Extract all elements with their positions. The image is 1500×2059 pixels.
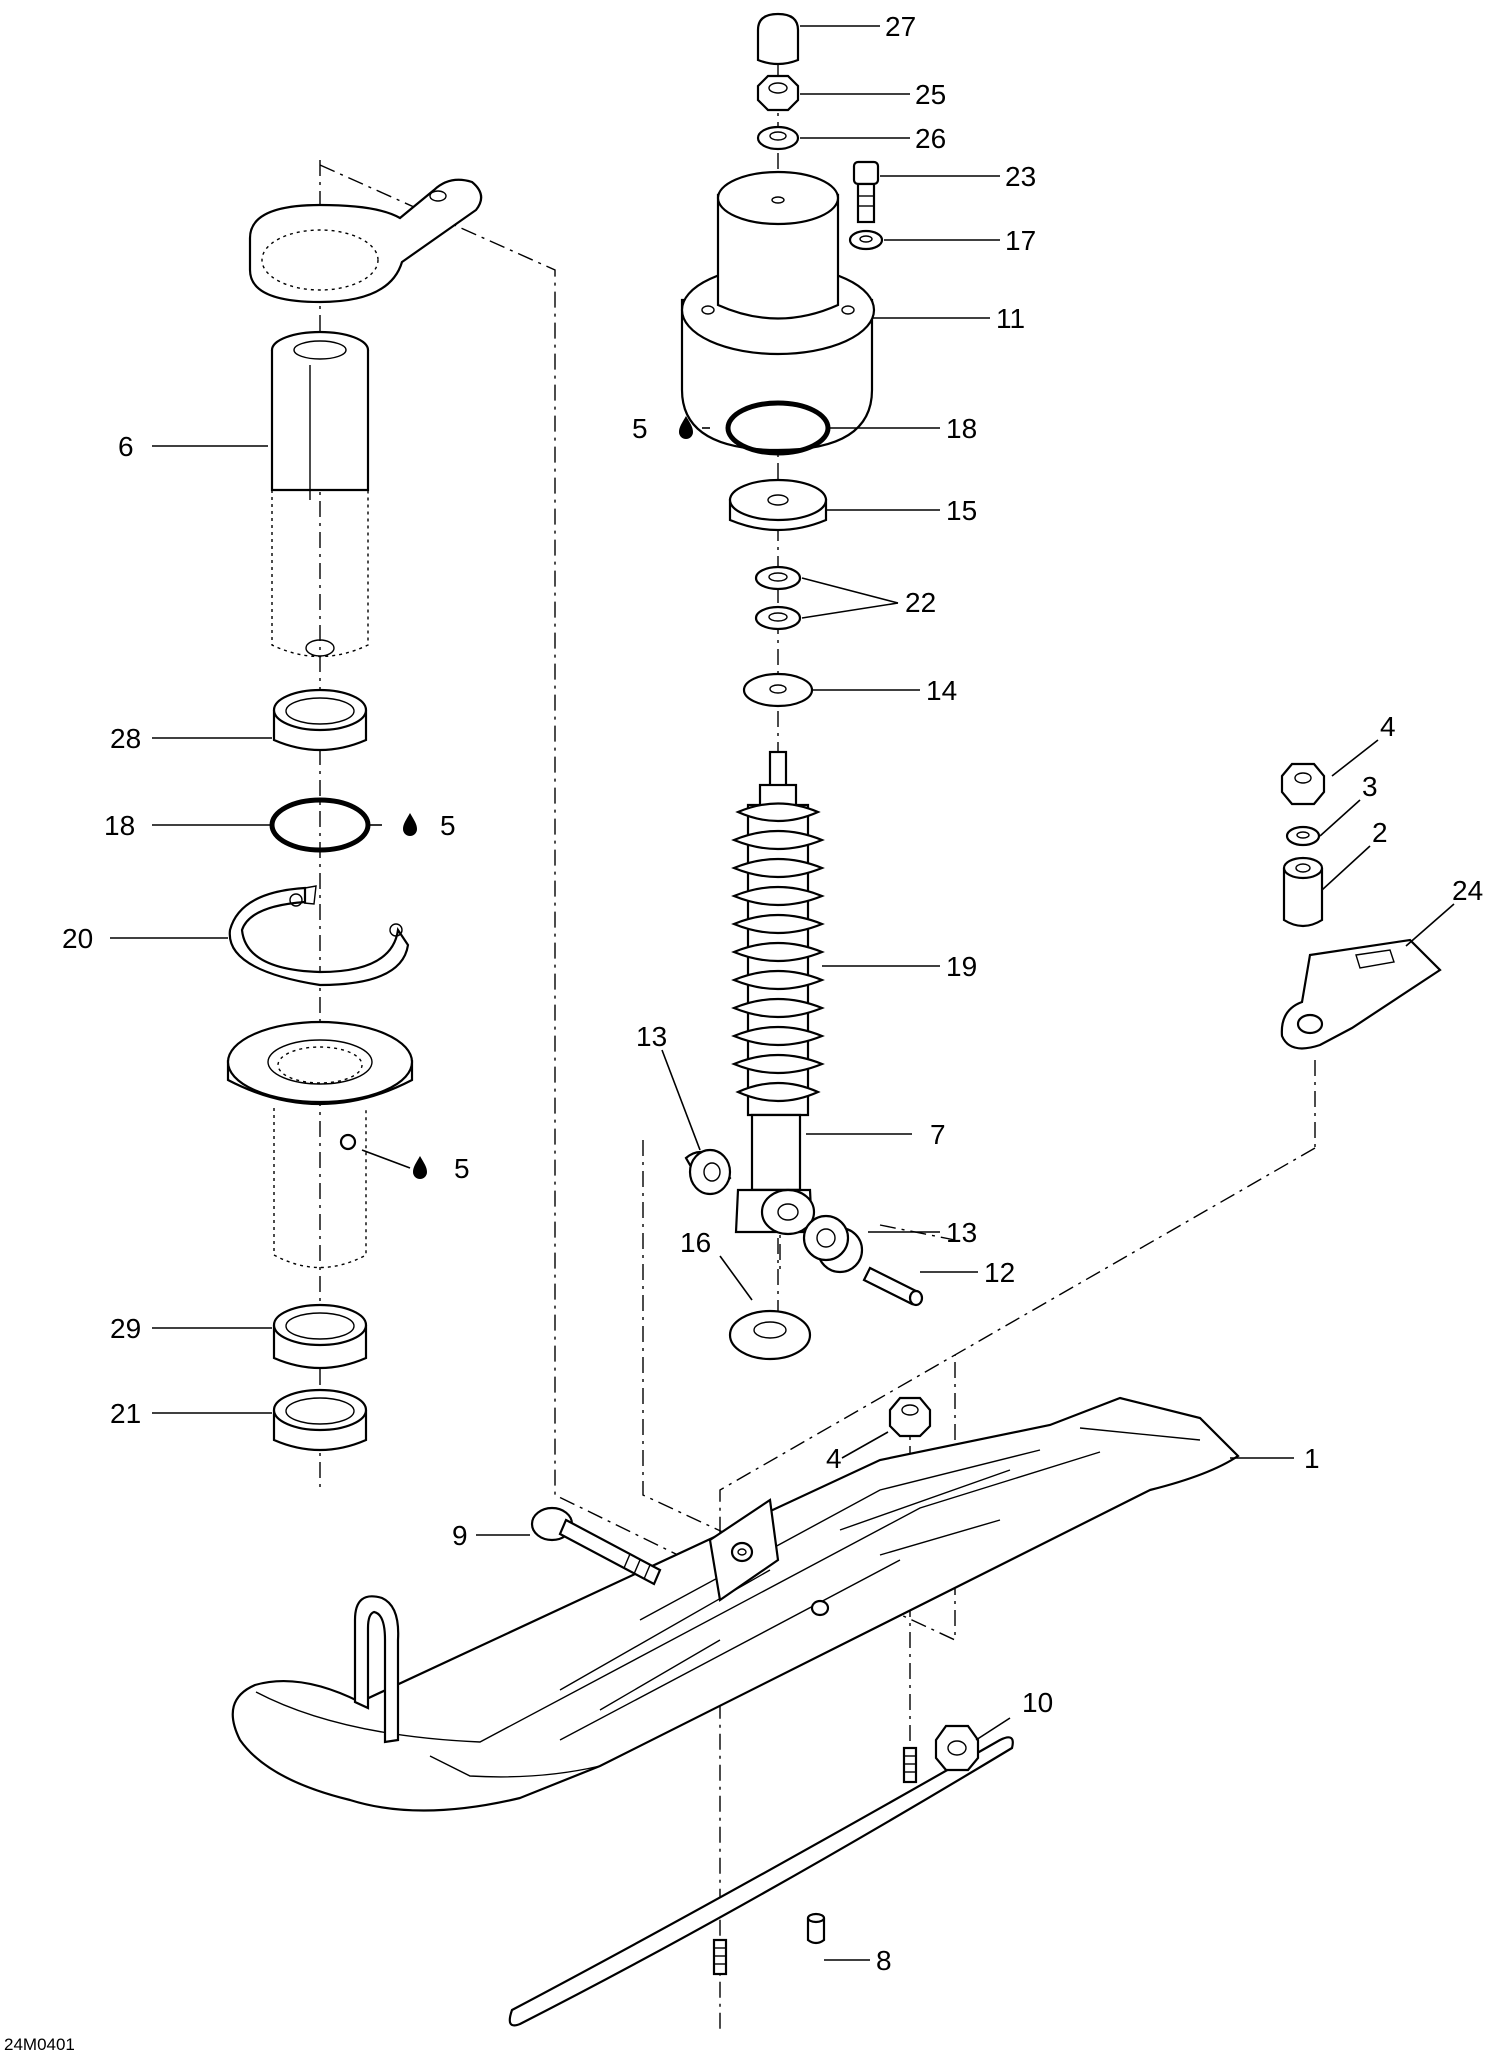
callout-13: 13 [636, 1021, 667, 1052]
part-27-cap [756, 12, 800, 66]
part-3-washer [1285, 825, 1321, 847]
callout-5: 5 [440, 810, 456, 841]
part-21-bearing [272, 1388, 368, 1452]
part-22-washers [754, 565, 802, 631]
callout-leader-lines [110, 25, 1455, 1961]
callout-15: 15 [946, 495, 977, 526]
part-14-washer [742, 672, 814, 708]
callout-labels: 27 25 26 23 17 11 5 18 15 22 14 6 28 18 … [4, 11, 1483, 2054]
part-23-screw [852, 160, 880, 224]
callout-6: 6 [118, 431, 134, 462]
part-20-circlip [228, 885, 410, 987]
part-flange-housing [226, 1020, 414, 1269]
callout-18: 18 [104, 810, 135, 841]
part-6-sleeve [270, 330, 370, 658]
part-18-o-ring-lower [269, 797, 371, 853]
callout-27: 27 [885, 11, 916, 42]
callout-5: 5 [454, 1153, 470, 1184]
callout-2: 2 [1372, 817, 1388, 848]
callout-1: 1 [1304, 1443, 1320, 1474]
callout-29: 29 [110, 1313, 141, 1344]
callout-19: 19 [946, 951, 977, 982]
part-16-washer [728, 1309, 812, 1361]
part-25-nut [756, 74, 800, 112]
part-4-nut-lower [888, 1396, 932, 1438]
callout-26: 26 [915, 123, 946, 154]
part-retainer-plate [248, 178, 483, 304]
lubricant-drop-icon [403, 416, 693, 1179]
part-13-bushing-right [802, 1214, 864, 1274]
part-4-nut-upper [1280, 762, 1326, 806]
part-11-housing [680, 170, 876, 452]
part-ski-leg-mount [708, 1498, 830, 1617]
part-28-bearing [272, 688, 368, 752]
callout-4: 4 [826, 1443, 842, 1474]
part-15-stopper [728, 478, 828, 532]
part-29-bearing [272, 1303, 368, 1370]
callout-25: 25 [915, 79, 946, 110]
part-ski-handle [353, 1595, 400, 1744]
callout-21: 21 [110, 1398, 141, 1429]
part-13-bushing-left [684, 1148, 732, 1196]
part-2-spacer [1282, 856, 1324, 928]
callout-17: 17 [1005, 225, 1036, 256]
part-26-washer [756, 125, 800, 151]
part-19-shock-spring [731, 750, 825, 1117]
callout-28: 28 [110, 723, 141, 754]
part-9-bolt [530, 1506, 662, 1586]
callout-12: 12 [984, 1257, 1015, 1288]
callout-7: 7 [930, 1119, 946, 1150]
part-1-ski [231, 1396, 1240, 1812]
diagram-code: 24M0401 [4, 2035, 75, 2054]
callout-5: 5 [632, 413, 648, 444]
callout-22: 22 [905, 587, 936, 618]
callout-3: 3 [1362, 771, 1378, 802]
part-8-runner [508, 1736, 1014, 2027]
part-7-shock-body [734, 1113, 816, 1236]
callout-9: 9 [452, 1520, 468, 1551]
part-10-nut [934, 1724, 980, 1772]
callout-23: 23 [1005, 161, 1036, 192]
callout-20: 20 [62, 923, 93, 954]
part-12-pin [862, 1266, 924, 1307]
callout-13: 13 [946, 1217, 977, 1248]
callout-18: 18 [946, 413, 977, 444]
callout-16: 16 [680, 1227, 711, 1258]
callout-8: 8 [876, 1945, 892, 1976]
callout-14: 14 [926, 675, 957, 706]
part-17-washer [848, 229, 884, 251]
callout-10: 10 [1022, 1687, 1053, 1718]
part-24-bracket [1280, 938, 1442, 1050]
callout-24: 24 [1452, 875, 1483, 906]
callout-4: 4 [1380, 711, 1396, 742]
callout-11: 11 [996, 303, 1025, 334]
